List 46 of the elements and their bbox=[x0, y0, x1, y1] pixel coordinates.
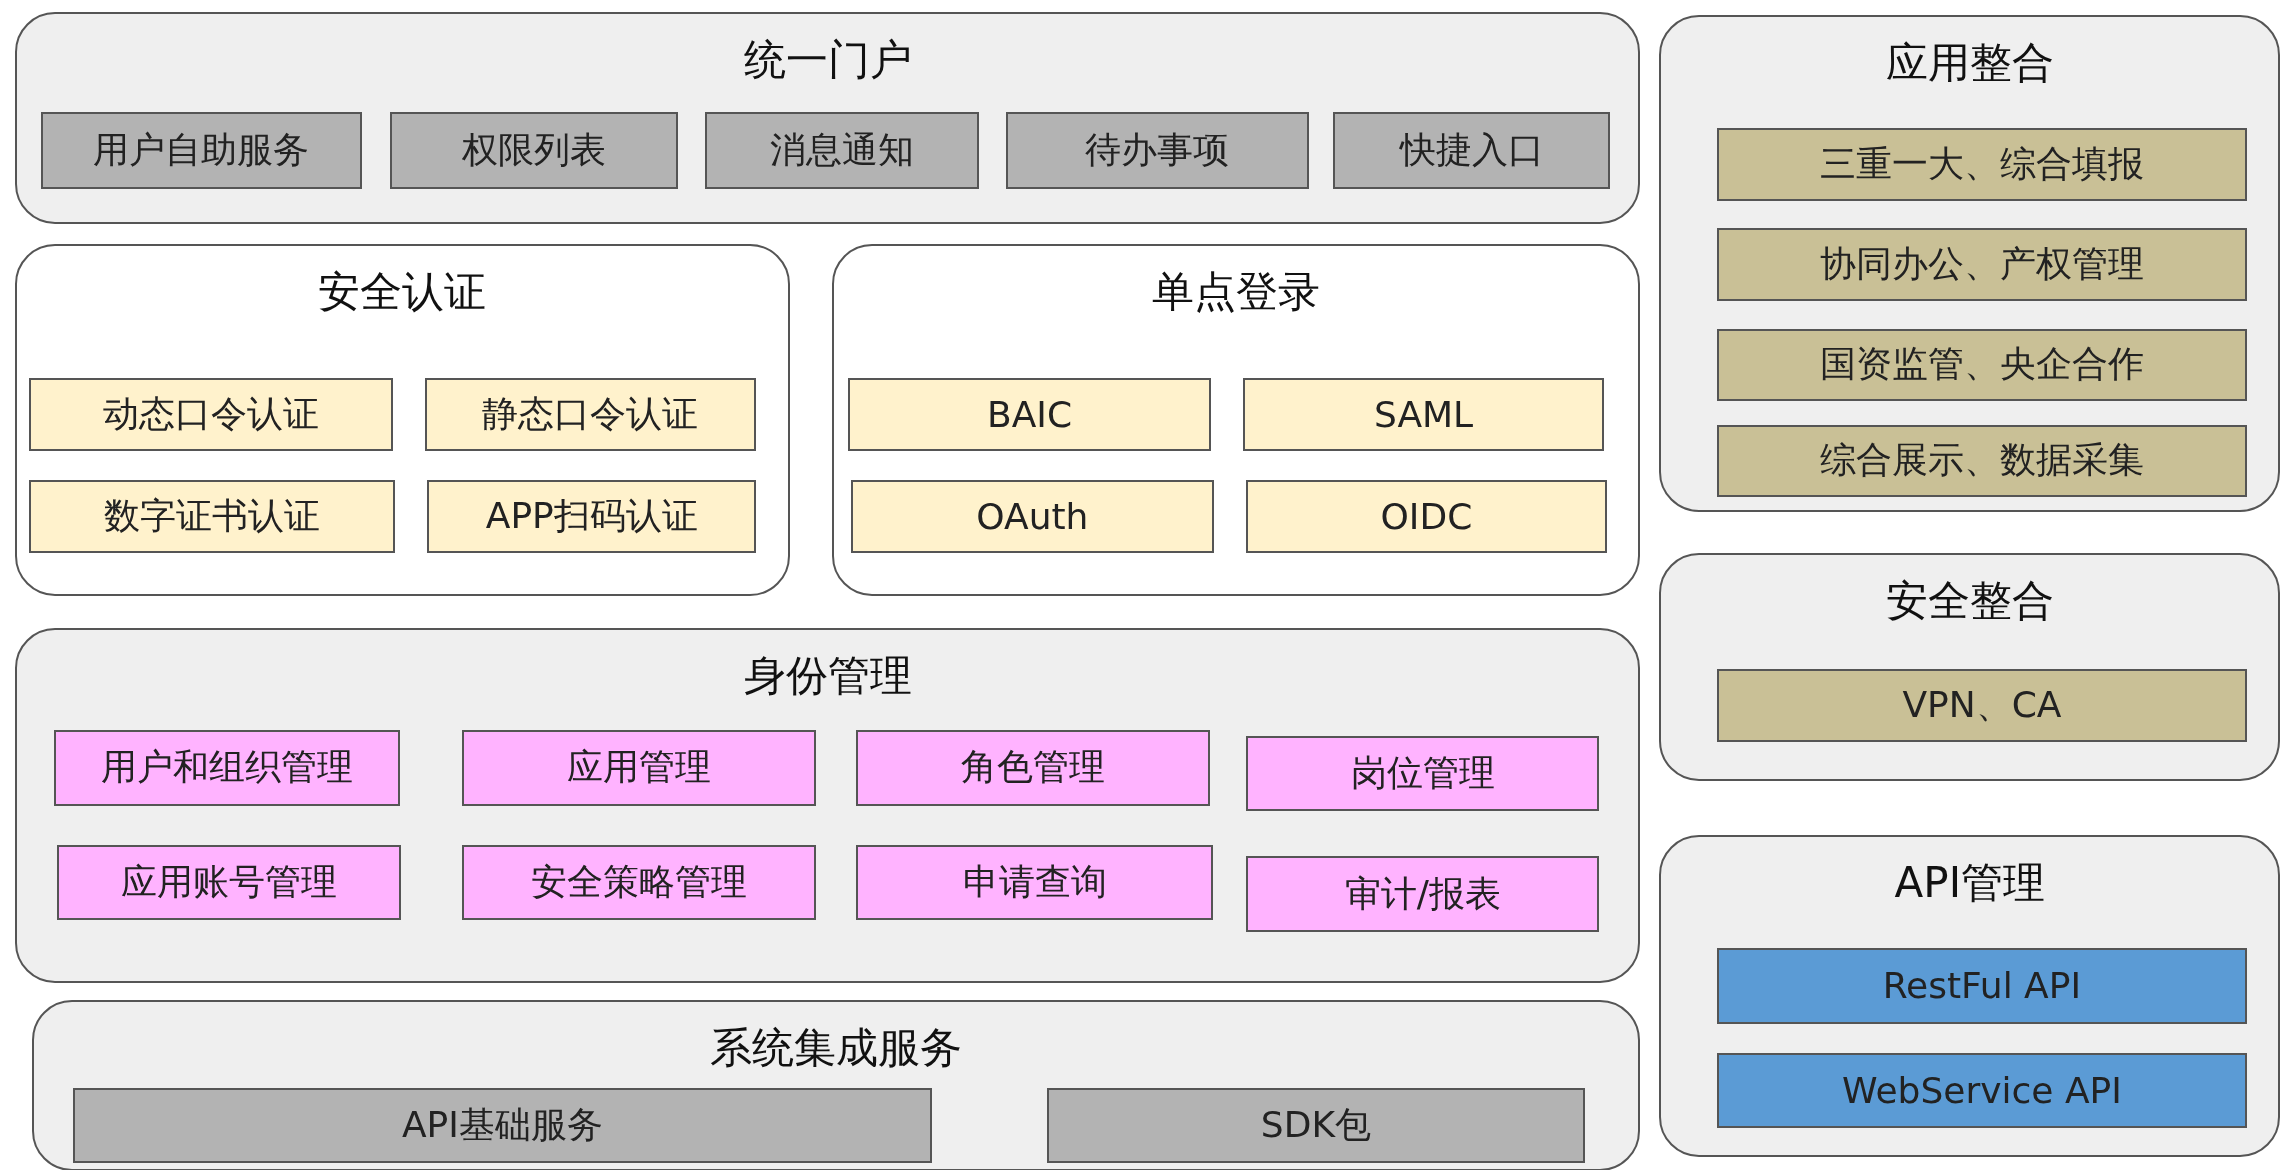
feature-box: 综合展示、数据采集 bbox=[1717, 424, 2247, 498]
feature-box: 消息通知 bbox=[705, 111, 979, 189]
group-title: 统一门户 bbox=[743, 33, 912, 86]
feature-box: 协同办公、产权管理 bbox=[1717, 228, 2247, 301]
feature-box: SAML bbox=[1243, 378, 1604, 451]
feature-box: OAuth bbox=[850, 479, 1215, 553]
feature-box: 应用账号管理 bbox=[56, 844, 402, 921]
group-panel bbox=[14, 628, 1641, 983]
feature-box: 岗位管理 bbox=[1246, 735, 1600, 812]
feature-box: 应用管理 bbox=[462, 729, 816, 806]
group-title: API管理 bbox=[1894, 856, 2046, 909]
feature-box: OIDC bbox=[1246, 479, 1607, 553]
group-title: 单点登录 bbox=[1151, 266, 1320, 319]
feature-box: VPN、CA bbox=[1717, 668, 2247, 742]
group-panel bbox=[1659, 834, 2280, 1158]
feature-box: 申请查询 bbox=[856, 844, 1213, 921]
group-panel bbox=[1659, 14, 2280, 512]
group-panel bbox=[1659, 552, 2280, 781]
group-title: 安全认证 bbox=[318, 266, 487, 319]
feature-box: WebService API bbox=[1717, 1052, 2247, 1129]
group-panel bbox=[831, 244, 1641, 597]
feature-box: 用户和组织管理 bbox=[53, 729, 400, 806]
feature-box: 权限列表 bbox=[389, 111, 678, 189]
group-title: 系统集成服务 bbox=[710, 1022, 962, 1075]
feature-box: 待办事项 bbox=[1006, 111, 1309, 189]
feature-box: 安全策略管理 bbox=[462, 844, 816, 921]
group-panel bbox=[32, 1000, 1641, 1170]
feature-box: APP扫码认证 bbox=[427, 479, 757, 553]
feature-box: 三重一大、综合填报 bbox=[1717, 127, 2247, 201]
feature-box: 静态口令认证 bbox=[424, 378, 757, 451]
feature-box: 角色管理 bbox=[856, 729, 1210, 806]
feature-box: 动态口令认证 bbox=[29, 378, 393, 451]
feature-box: SDK包 bbox=[1046, 1087, 1585, 1164]
group-title: 应用整合 bbox=[1885, 36, 2054, 89]
feature-box: 国资监管、央企合作 bbox=[1717, 328, 2247, 402]
feature-box: RestFul API bbox=[1717, 948, 2247, 1024]
group-panel bbox=[14, 244, 790, 597]
group-title: 身份管理 bbox=[743, 650, 912, 703]
feature-box: API基础服务 bbox=[72, 1087, 933, 1164]
group-panel bbox=[14, 11, 1641, 224]
feature-box: BAIC bbox=[847, 378, 1212, 451]
group-title: 安全整合 bbox=[1885, 574, 2054, 627]
feature-box: 审计/报表 bbox=[1246, 856, 1600, 933]
feature-box: 数字证书认证 bbox=[29, 479, 396, 553]
feature-box: 用户自助服务 bbox=[40, 111, 363, 189]
feature-box: 快捷入口 bbox=[1333, 111, 1610, 189]
